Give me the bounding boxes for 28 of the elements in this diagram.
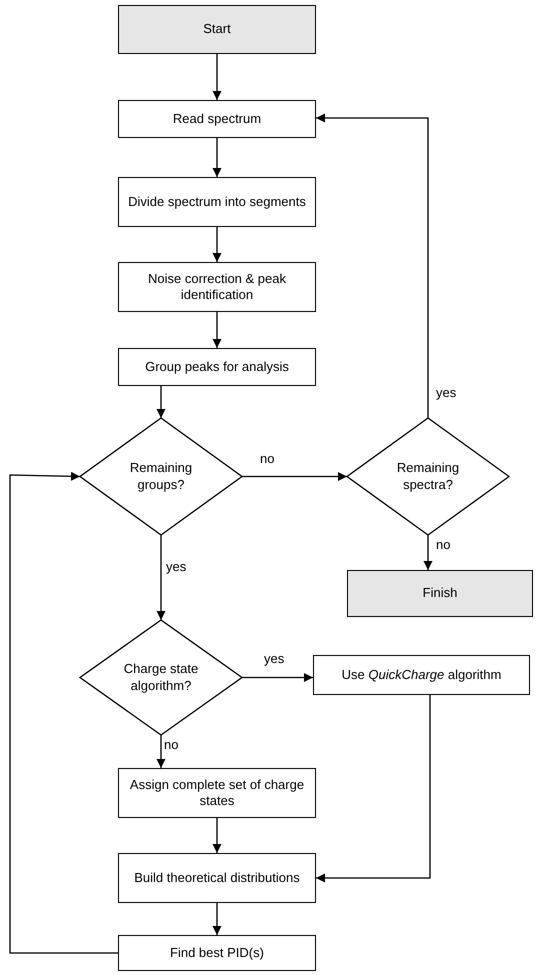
arrow [424, 535, 432, 570]
arrow [212, 312, 222, 348]
arrow [212, 54, 222, 100]
arrow [316, 114, 429, 418]
arrow [156, 535, 166, 620]
process-box: Build theoretical distributions [118, 853, 316, 903]
arrow [212, 227, 222, 262]
process-box: Noise correction & peak identification [118, 262, 316, 312]
arrow [242, 673, 313, 682]
arrow [9, 472, 118, 954]
arrow [212, 818, 222, 853]
terminal-box: Start [118, 5, 316, 54]
process-box: Use QuickCharge algorithm [313, 655, 530, 695]
terminal-box: Finish [347, 570, 533, 617]
process-box: Group peaks for analysis [118, 348, 316, 386]
process-box: Assign complete set of charge states [118, 768, 316, 818]
decision-diamond: Remaining spectra? [347, 418, 509, 535]
arrow [156, 735, 166, 768]
arrow [212, 903, 222, 935]
arrow [316, 695, 431, 882]
process-box: Divide spectrum into segments [118, 177, 316, 227]
decision-diamond: Charge state algorithm? [80, 620, 242, 735]
arrow [156, 386, 166, 418]
decision-diamond: Remaining groups? [80, 418, 242, 535]
process-box: Read spectrum [118, 100, 316, 138]
arrow [212, 138, 222, 177]
process-box: Find best PID(s) [118, 935, 316, 971]
arrow [242, 472, 347, 481]
